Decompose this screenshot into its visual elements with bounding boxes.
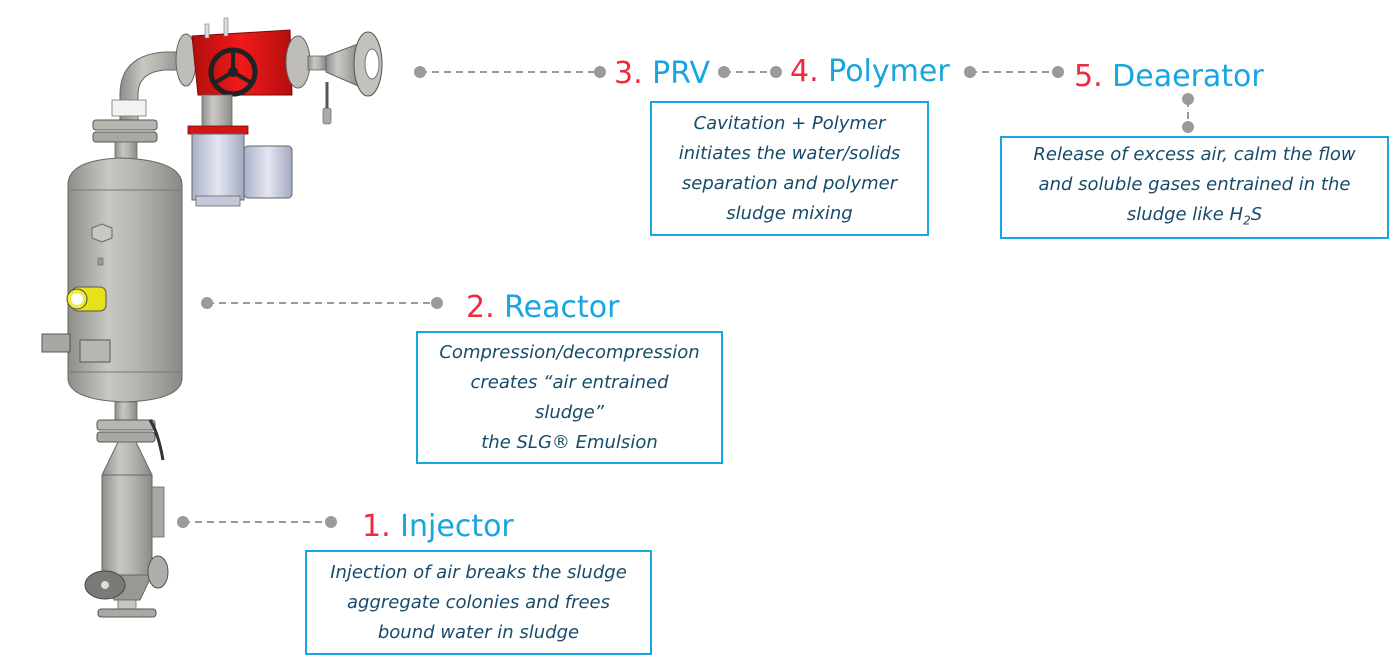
- desc-line: separation and polymer: [681, 172, 898, 194]
- step-title-polymer: 4. Polymer: [790, 55, 950, 89]
- step-title-deaerator: 5. Deaerator: [1074, 60, 1264, 94]
- desc-line: sludge like H2S: [1002, 200, 1387, 236]
- prv-valve: [175, 17, 311, 97]
- prv-description-box: Cavitation + Polymer initiates the water…: [650, 101, 929, 236]
- connector-dot: [964, 66, 976, 78]
- step-number: 5.: [1074, 59, 1103, 94]
- desc-line: initiates the water/solids: [678, 142, 901, 164]
- desc-line: Injection of air breaks the sludge: [330, 561, 627, 583]
- step-name: Deaerator: [1112, 59, 1264, 94]
- desc-line: Compression/decompression: [439, 341, 700, 363]
- desc-line: aggregate colonies and frees: [346, 591, 611, 613]
- outlet-pipe: [307, 31, 383, 125]
- deaerator-description-box: Release of excess air, calm the flow and…: [1000, 136, 1389, 239]
- desc-line: bound water in sludge: [377, 621, 580, 643]
- injector-description-box: Injection of air breaks the sludge aggre…: [305, 550, 652, 655]
- reactor-description-box: Compression/decompression creates “air e…: [416, 331, 723, 464]
- elbow-pipe: [111, 51, 186, 123]
- step-name: Polymer: [828, 54, 950, 89]
- desc-line: Release of excess air, calm the flow: [1033, 143, 1356, 165]
- step-name: Injector: [400, 509, 514, 544]
- top-flange: [92, 119, 158, 161]
- connector-dot: [1182, 121, 1194, 133]
- step-number: 3.: [614, 56, 643, 91]
- desc-line: Cavitation + Polymer: [693, 112, 886, 134]
- connector-dot: [594, 66, 606, 78]
- reactor-vessel: [41, 157, 183, 403]
- connector-dot: [1052, 66, 1064, 78]
- actuator: [187, 94, 293, 207]
- step-number: 4.: [790, 54, 819, 89]
- injector-body: [84, 401, 169, 618]
- step-name: Reactor: [504, 290, 620, 325]
- desc-line: sludge”: [534, 401, 605, 423]
- equipment-illustration: [41, 17, 383, 618]
- desc-text: sludge like H: [1126, 203, 1244, 225]
- connector-dot: [718, 66, 730, 78]
- connector-dot: [770, 66, 782, 78]
- step-number: 1.: [362, 509, 391, 544]
- connector-dot: [431, 297, 443, 309]
- desc-line: the SLG® Emulsion: [481, 431, 658, 453]
- yellow-port: [66, 286, 107, 312]
- desc-line: and soluble gases entrained in the: [1038, 173, 1351, 195]
- desc-line: sludge mixing: [726, 202, 853, 224]
- desc-line: creates “air entrained: [470, 371, 669, 393]
- step-name: PRV: [652, 56, 710, 91]
- connector-dot: [1182, 93, 1194, 105]
- step-title-injector: 1. Injector: [362, 510, 514, 544]
- desc-text: S: [1250, 203, 1263, 225]
- step-title-prv: 3. PRV: [614, 57, 710, 91]
- step-title-reactor: 2. Reactor: [466, 291, 619, 325]
- step-number: 2.: [466, 290, 495, 325]
- connector-dot: [414, 66, 426, 78]
- subscript: 2: [1243, 213, 1251, 228]
